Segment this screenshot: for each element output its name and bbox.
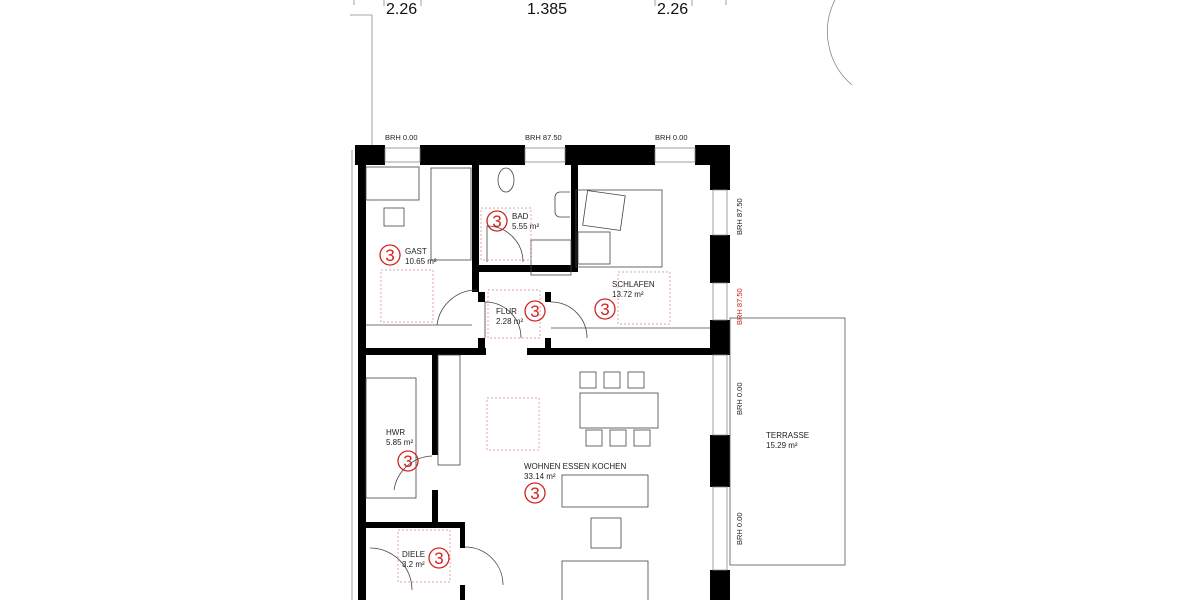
room-name: BAD <box>512 212 529 221</box>
room-marker: 3 <box>492 212 501 231</box>
room-marker: 3 <box>600 300 609 319</box>
room-wohnen-essen-kochen: 3 WOHNEN ESSEN KOCHEN 33.14 m² <box>524 462 626 504</box>
room-name: SCHLAFEN <box>612 280 655 289</box>
terrace-outline <box>729 317 846 566</box>
room-diele: 3 DIELE 3.2 m² <box>402 547 450 569</box>
room-marker: 3 <box>434 549 443 568</box>
dimension-lines <box>350 0 853 145</box>
room-name: WOHNEN ESSEN KOCHEN <box>524 462 626 471</box>
room-name: FLUR <box>496 307 517 316</box>
room-name: HWR <box>386 428 405 437</box>
room-area: 33.14 m² <box>524 472 556 481</box>
room-schlafen: 3 SCHLAFEN 13.72 m² <box>594 280 655 320</box>
room-marker: 3 <box>530 484 539 503</box>
window-height-label: BRH 0.00 <box>655 133 688 142</box>
room-terrasse: TERRASSE 15.29 m² <box>766 431 809 450</box>
room-hwr: 3 HWR 5.85 m² <box>386 428 419 472</box>
room-marker: 3 <box>385 246 394 265</box>
room-bad: 3 BAD 5.55 m² <box>486 210 539 232</box>
room-gast: 3 GAST 10.65 m² <box>379 244 437 266</box>
marker-circle <box>379 244 401 266</box>
dimension-label: 2.26 <box>657 1 688 18</box>
window-height-label: BRH 0.00 <box>735 512 744 545</box>
room-area: 15.29 m² <box>766 441 798 450</box>
dimension-label: 1.385 <box>527 1 567 18</box>
room-name: TERRASSE <box>766 431 809 440</box>
window-height-label: BRH 87.50 <box>735 198 744 235</box>
room-marker: 3 <box>403 452 412 471</box>
room-area: 3.2 m² <box>402 560 425 569</box>
walls <box>355 145 730 600</box>
furniture <box>365 166 710 600</box>
room-flur: 3 FLUR 2.28 m² <box>496 300 546 326</box>
window-height-label: BRH 0.00 <box>385 133 418 142</box>
window-height-label: BRH 0.00 <box>735 382 744 415</box>
room-name: GAST <box>405 247 427 256</box>
room-area: 13.72 m² <box>612 290 644 299</box>
window-height-label: BRH 87.50 <box>525 133 562 142</box>
dimension-label: 2.26 <box>386 1 417 18</box>
room-area: 2.28 m² <box>496 317 523 326</box>
windows <box>351 147 728 600</box>
room-marker: 3 <box>530 302 539 321</box>
room-area: 10.65 m² <box>405 257 437 266</box>
furniture-clearance-zones <box>380 207 671 583</box>
room-area: 5.85 m² <box>386 438 413 447</box>
room-name: DIELE <box>402 550 425 559</box>
room-area: 5.55 m² <box>512 222 539 231</box>
tree-outline <box>827 0 853 86</box>
window-height-label-highlighted: BRH 87.50 <box>735 288 744 325</box>
